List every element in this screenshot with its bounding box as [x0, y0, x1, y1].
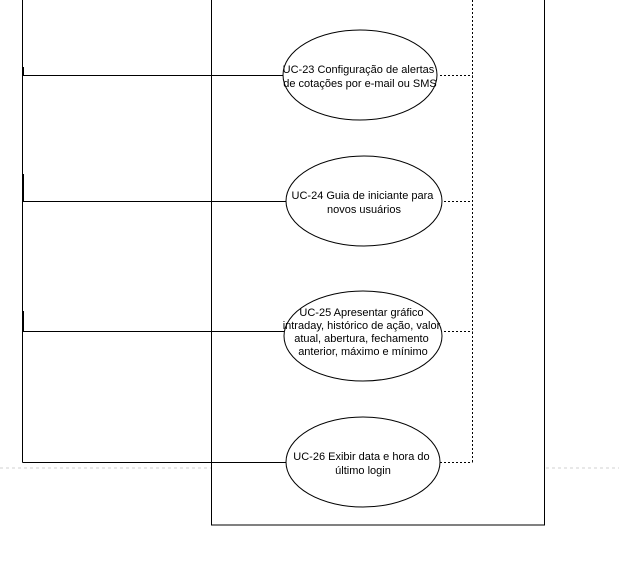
use-case-uc-26[interactable]: UC-26 Exibir data e hora do último login [285, 416, 441, 508]
use-case-ellipse[interactable] [282, 29, 438, 121]
use-case-label-line: de cotações por e-mail ou SMS [283, 78, 436, 90]
use-case-uc-25[interactable]: UC-25 Apresentar gráfico intraday, histó… [283, 290, 444, 382]
use-case-label-line: novos usuários [327, 204, 401, 216]
use-case-uc-24[interactable]: UC-24 Guia de iniciante para novos usuár… [285, 155, 443, 247]
use-case-ellipse[interactable] [285, 416, 441, 508]
use-case-label: UC-23 Configuração de alertas de cotaçõe… [283, 64, 438, 90]
use-case-label-line: UC-24 Guia de iniciante para [292, 190, 435, 202]
use-case-uc-23[interactable]: UC-23 Configuração de alertas de cotaçõe… [282, 29, 438, 121]
use-case-label-line: anterior, máximo e mínimo [298, 346, 428, 358]
use-case-label: UC-24 Guia de iniciante para novos usuár… [292, 190, 437, 216]
use-case-label-line: UC-23 Configuração de alertas [283, 64, 435, 76]
use-case-label-line: atual, abertura, fechamento [294, 333, 429, 345]
use-case-label-line: intraday, histórico de ação, valor [283, 320, 441, 332]
use-case-label-line: UC-25 Apresentar gráfico [299, 307, 423, 319]
use-case-ellipse[interactable] [285, 155, 443, 247]
use-case-ellipse[interactable] [283, 290, 443, 382]
use-case-label-line: UC-26 Exibir data e hora do [293, 451, 429, 463]
use-case-label: UC-25 Apresentar gráfico intraday, histó… [283, 307, 444, 358]
use-case-label-line: último login [335, 465, 391, 477]
use-case-label: UC-26 Exibir data e hora do último login [293, 451, 432, 477]
